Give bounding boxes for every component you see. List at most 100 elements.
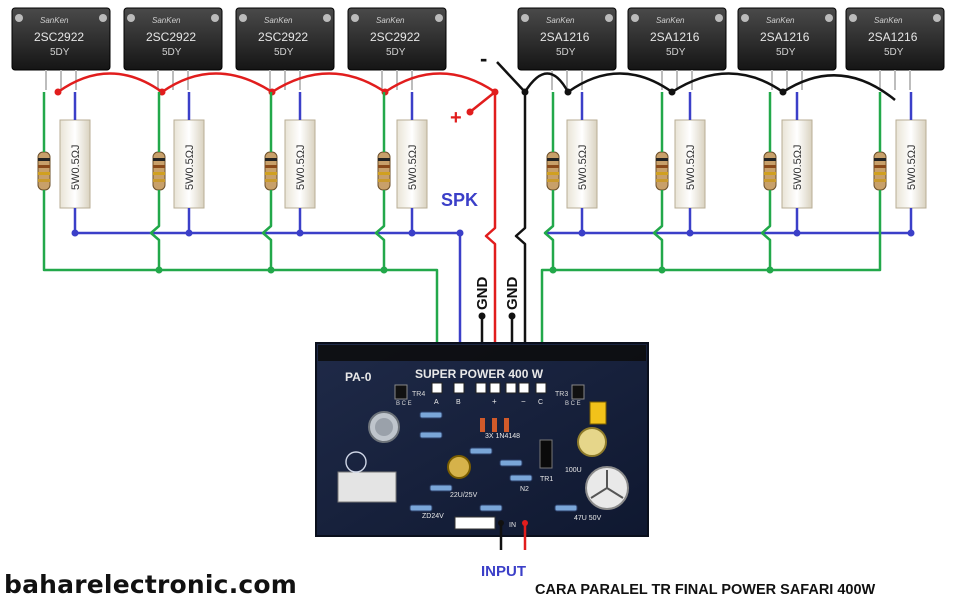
resistor-band	[547, 172, 559, 175]
pad-a	[431, 382, 443, 394]
board-resistor	[479, 504, 503, 512]
board-resistor	[419, 411, 443, 419]
resistor-band	[874, 179, 886, 182]
resistor-band	[764, 172, 776, 175]
tr3-component	[571, 384, 585, 400]
power-resistor	[674, 119, 706, 209]
transistor-brand: SanKen	[766, 16, 795, 25]
cap22-label: 22U/25V	[450, 492, 478, 499]
board-resistor	[554, 504, 578, 512]
resistor-pair-8: 5W0.5ΩJ	[873, 119, 927, 209]
green-junction	[549, 266, 557, 274]
tr3-pins: B C E	[565, 401, 581, 407]
transistor-brand: SanKen	[546, 16, 575, 25]
power-resistor-value: 5W0.5ΩJ	[685, 144, 697, 190]
input-node-signal	[522, 520, 528, 526]
green-junction	[267, 266, 275, 274]
resistor-pair-5: 5W0.5ΩJ	[546, 119, 598, 209]
transistor-part-number: 2SA1216	[760, 30, 810, 44]
silkscreen-logo	[345, 451, 367, 473]
driver-board: PA-0 SUPER POWER 400 W TR4 TR3 B C E B C…	[315, 342, 649, 537]
resistor-band	[38, 165, 50, 168]
blue-junction	[578, 229, 586, 237]
mounting-hole-icon	[211, 14, 219, 22]
green-drop	[760, 190, 772, 270]
mounting-hole-icon	[849, 14, 857, 22]
resistor-band	[38, 179, 50, 182]
pad-minus-label: −	[521, 397, 526, 406]
resistor-band	[378, 158, 390, 161]
tr4-component	[394, 384, 408, 400]
pad-minus	[518, 382, 530, 394]
power-resistor	[566, 119, 598, 209]
resistor-pair-2: 5W0.5ΩJ	[152, 119, 205, 209]
green-right-bus	[540, 190, 882, 388]
cap100-label: 100U	[565, 467, 582, 474]
mounting-hole-icon	[127, 14, 135, 22]
transistor-code: 5DY	[556, 47, 576, 58]
transistor-part-number: 2SC2922	[34, 30, 84, 44]
transistor-brand: SanKen	[376, 16, 405, 25]
transistor-part-number: 2SA1216	[650, 30, 700, 44]
resistor-band	[874, 165, 886, 168]
transistor-part-number: 2SC2922	[370, 30, 420, 44]
transistor-code: 5DY	[274, 47, 294, 58]
capacitor-100u	[577, 427, 607, 457]
blue-junction	[185, 229, 193, 237]
transistor-brand: SanKen	[40, 16, 69, 25]
resistor-band	[547, 165, 559, 168]
tr4-label: TR4	[412, 391, 425, 398]
green-drop	[543, 190, 555, 270]
capacitor-47u-vent	[590, 470, 624, 499]
green-left-bus	[42, 190, 439, 388]
plus-label: +	[450, 107, 462, 129]
power-resistor-value: 5W0.5ΩJ	[577, 144, 589, 190]
spk-label: SPK	[441, 190, 478, 210]
board-resistor	[419, 431, 443, 439]
power-resistor	[173, 119, 205, 209]
resistor-band	[764, 165, 776, 168]
green-junction	[658, 266, 666, 274]
zener-label: ZD24V	[422, 513, 444, 520]
resistor-band	[153, 172, 165, 175]
plus-lead	[469, 91, 496, 113]
blue-junction	[907, 229, 915, 237]
pad-b	[453, 382, 465, 394]
diode	[480, 418, 485, 432]
power-resistor-value: 5W0.5ΩJ	[792, 144, 804, 190]
pad-b-label: B	[456, 399, 461, 406]
green-junction	[380, 266, 388, 274]
resistor-band	[547, 158, 559, 161]
board-resistor	[429, 484, 453, 492]
wiring	[42, 61, 915, 388]
resistor-band	[38, 158, 50, 161]
resistor-band	[265, 158, 277, 161]
black-junction	[564, 88, 572, 96]
pad-a-label: A	[434, 399, 439, 406]
mounting-hole-icon	[631, 14, 639, 22]
red-supply-bus	[57, 72, 496, 94]
red-junction	[54, 88, 62, 96]
board-resistor	[469, 447, 493, 455]
resistor-pair-3: 5W0.5ΩJ	[264, 119, 316, 209]
diode-label: 3X 1N4148	[485, 433, 520, 440]
carbon-resistor	[655, 151, 669, 191]
blue-junction	[686, 229, 694, 237]
board-resistor	[409, 504, 433, 512]
resistor-band	[265, 179, 277, 182]
mounting-hole-icon	[521, 14, 529, 22]
transistor-part-number: 2SC2922	[258, 30, 308, 44]
blue-junction	[408, 229, 416, 237]
resistor-pair-1: 5W0.5ΩJ	[37, 119, 91, 209]
diagram-caption: CARA PARALEL TR FINAL POWER SAFARI 400W	[535, 582, 876, 598]
green-drop	[652, 190, 664, 270]
resistor-band	[656, 158, 668, 161]
